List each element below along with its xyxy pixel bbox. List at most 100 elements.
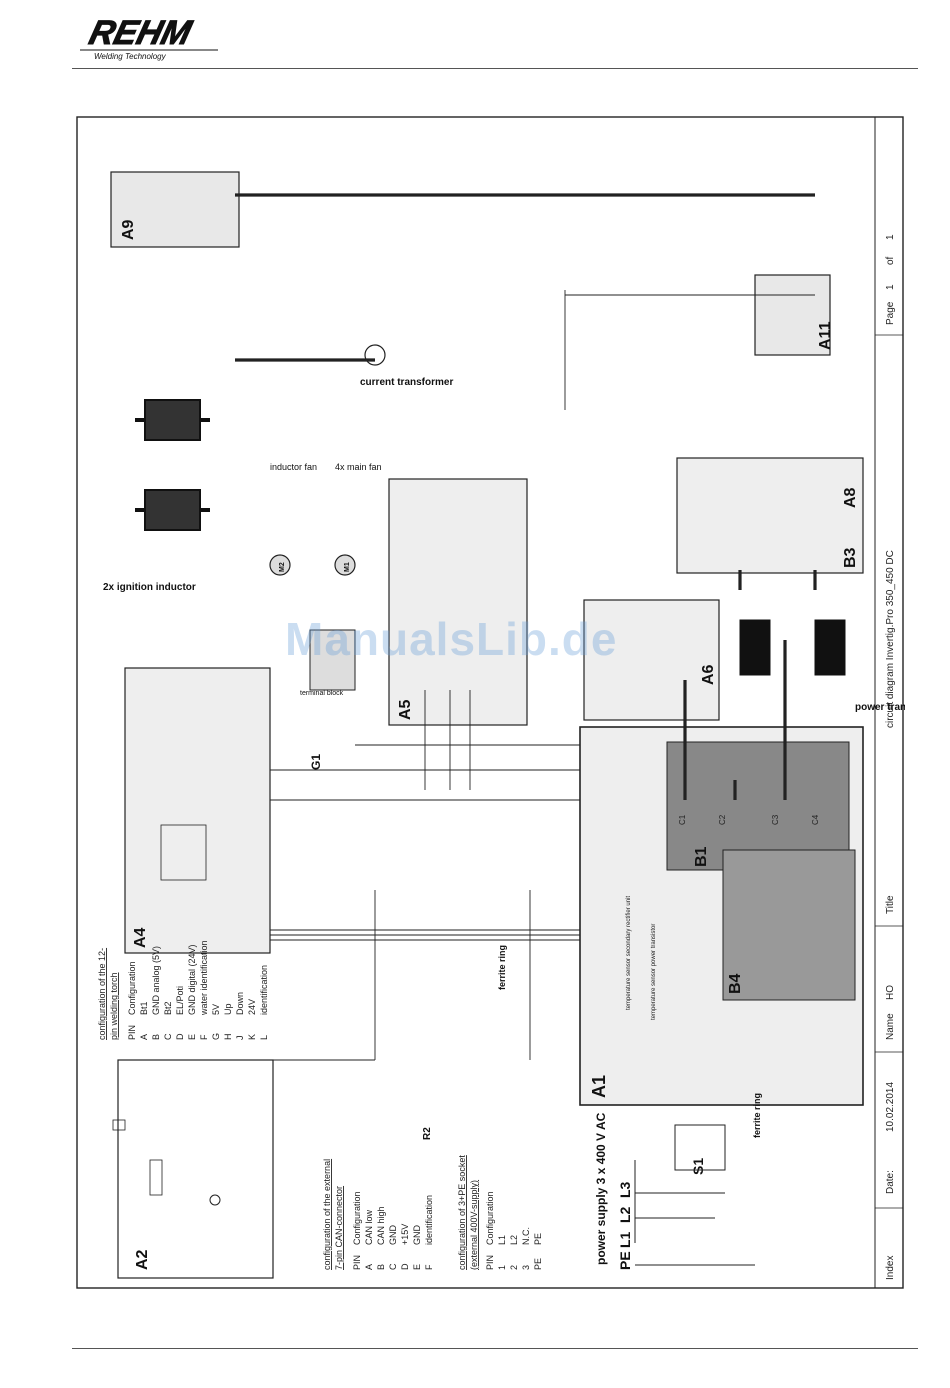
torch-row-pin: A xyxy=(139,1034,149,1040)
can-row-cfg: identification xyxy=(424,1195,434,1245)
footer-rule xyxy=(72,1348,918,1349)
torch-row-pin: L xyxy=(259,1035,269,1040)
r2-label: R2 xyxy=(422,1127,433,1140)
socket-row-pin: PE xyxy=(533,1258,543,1270)
torch-row-cfg: water identification xyxy=(199,940,209,1016)
torch-config-header-cfg: Configuration xyxy=(127,961,137,1015)
tb-page-of: of xyxy=(885,256,896,265)
torch-row-cfg: GND analog (5V) xyxy=(151,946,161,1015)
supply-l2: L2 xyxy=(617,1206,633,1223)
tb-title-value: circuit diagram Invertig.Pro 350_450 DC xyxy=(885,550,896,728)
socket-row-cfg: L2 xyxy=(509,1235,519,1245)
torch-row-pin: G xyxy=(211,1033,221,1040)
manualslib-watermark: ManualsLib.de xyxy=(285,613,618,665)
torch-config-title-2: pin welding torch xyxy=(109,972,119,1040)
m2-inductor-fan xyxy=(269,554,291,576)
ferrite-ring-label-1: ferrite ring xyxy=(497,945,507,990)
current-transformer-label: current transformer xyxy=(360,377,453,388)
can-row-cfg: CAN low xyxy=(364,1209,374,1245)
main-fan-label: 4x main fan xyxy=(335,462,382,472)
can-row-cfg: CAN high xyxy=(376,1206,386,1245)
a4-board xyxy=(124,667,271,954)
power-supply-label: power supply 3 x 400 V AC xyxy=(594,1112,608,1265)
torch-row-pin: B xyxy=(151,1034,161,1040)
cap-c4: C4 xyxy=(811,814,820,825)
can-row-pin: E xyxy=(412,1264,422,1270)
terminal-block-label: terminal block xyxy=(300,690,344,697)
a2-label: A2 xyxy=(134,1249,151,1270)
tb-title-label: Title xyxy=(885,895,896,914)
can-row-cfg: GND xyxy=(412,1225,422,1246)
torch-row-cfg: 24V xyxy=(247,999,257,1015)
a5-board xyxy=(388,478,528,726)
socket-config-title-2: (external 400V-supply) xyxy=(469,1180,479,1270)
torch-row-pin: D xyxy=(175,1033,185,1040)
cap-c1: C1 xyxy=(678,814,687,825)
supply-l3: L3 xyxy=(617,1181,633,1198)
torch-row-cfg: Down xyxy=(235,992,245,1015)
m1-main-fan xyxy=(334,554,356,576)
tb-name-value: HO xyxy=(885,985,896,1000)
torch-row-cfg: identification xyxy=(259,965,269,1015)
rehm-logo: REHM Welding Technology xyxy=(80,14,218,61)
socket-row-cfg: PE xyxy=(533,1233,543,1245)
socket-row-pin: 2 xyxy=(509,1265,519,1270)
torch-row-cfg: GND digital (24V) xyxy=(187,944,197,1015)
torch-row-pin: H xyxy=(223,1034,233,1041)
can-row-pin: F xyxy=(424,1264,434,1270)
a5-label: A5 xyxy=(397,699,414,720)
socket-row-cfg: N.C. xyxy=(521,1227,531,1245)
b4-rectifier xyxy=(722,849,856,1001)
logo-subtitle: Welding Technology xyxy=(94,52,167,61)
torch-row-cfg: Bt2 xyxy=(163,1001,173,1015)
a8-b3-module xyxy=(676,457,864,574)
circuit-diagram: Index Date: 10.02.2014 Name HO Title cir… xyxy=(76,116,905,1289)
socket-row-cfg: L1 xyxy=(497,1235,507,1245)
socket-row-pin: 1 xyxy=(497,1265,507,1270)
torch-row-pin: E xyxy=(187,1034,197,1040)
tb-index-label: Index xyxy=(885,1256,896,1280)
can-row-pin: C xyxy=(388,1263,398,1270)
torch-row-cfg: EL/Poti xyxy=(175,986,185,1015)
a8-label: A8 xyxy=(842,487,859,508)
supply-l1: L1 xyxy=(617,1231,633,1248)
socket-config-title-1: configuration of 3+PE socket xyxy=(457,1155,467,1270)
b1-label: B1 xyxy=(693,846,710,867)
drawing-frame xyxy=(76,116,904,1289)
torch-config-header-pin: PIN xyxy=(127,1025,137,1040)
can-row-cfg: +15V xyxy=(400,1224,410,1245)
terminal-block xyxy=(309,629,356,691)
can-config-header-cfg: Configuration xyxy=(352,1191,362,1245)
tb-name-label: Name xyxy=(885,1013,896,1040)
can-config-title-1: configuration of the external xyxy=(322,1159,332,1270)
tb-page-label: Page xyxy=(885,301,896,325)
g1-label: G1 xyxy=(309,754,323,770)
ignition-inductor-label: 2x ignition inductor xyxy=(103,582,196,593)
socket-config-header-pin: PIN xyxy=(485,1255,495,1270)
inductor-fan-label: inductor fan xyxy=(270,462,317,472)
torch-row-cfg: Up xyxy=(223,1003,233,1015)
a9-box xyxy=(110,171,240,248)
a2-box xyxy=(117,1059,274,1279)
tb-date-value: 10.02.2014 xyxy=(885,1082,896,1132)
torch-row-pin: C xyxy=(163,1033,173,1040)
can-row-pin: B xyxy=(376,1264,386,1270)
s1-label: S1 xyxy=(690,1158,706,1175)
a1-label: A1 xyxy=(589,1075,609,1098)
can-config-header-pin: PIN xyxy=(352,1255,362,1270)
torch-row-cfg: Bt1 xyxy=(139,1001,149,1015)
a4-label: A4 xyxy=(132,927,149,948)
socket-row-pin: 3 xyxy=(521,1265,531,1270)
tb-date-label: Date: xyxy=(885,1170,896,1194)
b3-label: B3 xyxy=(842,547,859,568)
torch-row-pin: F xyxy=(199,1034,209,1040)
torch-row-pin: J xyxy=(235,1036,245,1041)
torch-config-title-1: configuration of the 12- xyxy=(97,948,107,1040)
cap-c3: C3 xyxy=(771,814,780,825)
tb-page-num: 1 xyxy=(885,284,896,290)
can-row-cfg: GND xyxy=(388,1225,398,1246)
tb-page-total: 1 xyxy=(885,234,896,240)
can-row-pin: D xyxy=(400,1263,410,1270)
a6-label: A6 xyxy=(700,664,717,685)
m1-label: M1 xyxy=(344,562,351,572)
